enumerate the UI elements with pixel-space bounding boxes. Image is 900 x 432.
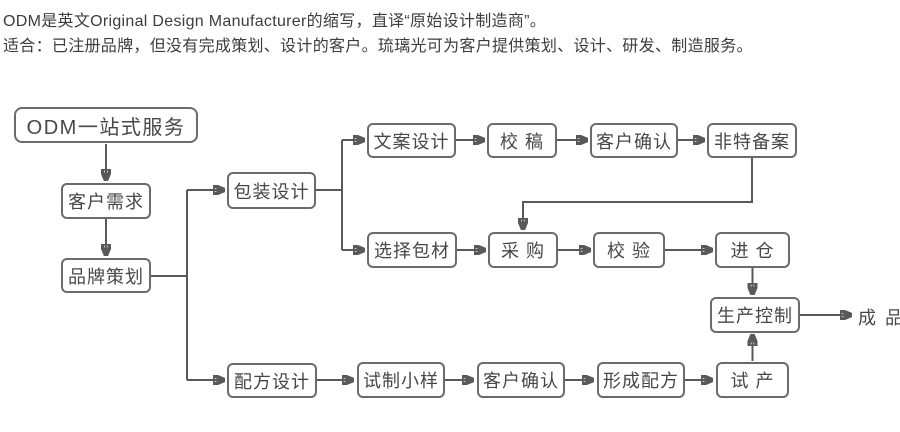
node-form-formula: 形成配方 xyxy=(597,362,685,398)
edge-packaging-design-trunk xyxy=(316,140,343,250)
node-customer-needs: 客户需求 xyxy=(61,183,151,219)
node-proofreading: 校 稿 xyxy=(487,123,557,158)
intro-line-1: ODM是英文Original Design Manufacturer的缩写，直译… xyxy=(3,13,547,30)
node-trial-production: 试 产 xyxy=(716,362,789,398)
node-select-packaging: 选择包材 xyxy=(367,232,457,268)
node-packaging-design: 包装设计 xyxy=(227,172,316,209)
intro-line-2: 适合：已注册品牌，但没有完成策划、设计的客户。琉璃光可为客户提供策划、设计、研发… xyxy=(3,38,753,55)
node-production-control: 生产控制 xyxy=(710,297,800,333)
node-inspection: 校 验 xyxy=(593,232,665,268)
node-customer-confirm-bottom: 客户确认 xyxy=(477,362,565,398)
node-copy-design: 文案设计 xyxy=(367,123,456,158)
node-warehouse: 进 仓 xyxy=(715,232,790,268)
node-formula-design: 配方设计 xyxy=(227,363,317,398)
node-customer-confirm-top: 客户确认 xyxy=(590,123,678,158)
node-odm-service: ODM一站式服务 xyxy=(14,107,198,143)
edge-filing-to-purchase xyxy=(523,158,753,229)
node-non-special-filing: 非特备案 xyxy=(707,123,797,158)
node-purchase: 采 购 xyxy=(488,232,558,268)
node-finished-product: 成 品 xyxy=(858,308,900,328)
node-brand-planning: 品牌策划 xyxy=(61,258,151,293)
edge-brand-planning-trunk xyxy=(151,190,188,380)
node-trial-sample: 试制小样 xyxy=(357,362,445,398)
